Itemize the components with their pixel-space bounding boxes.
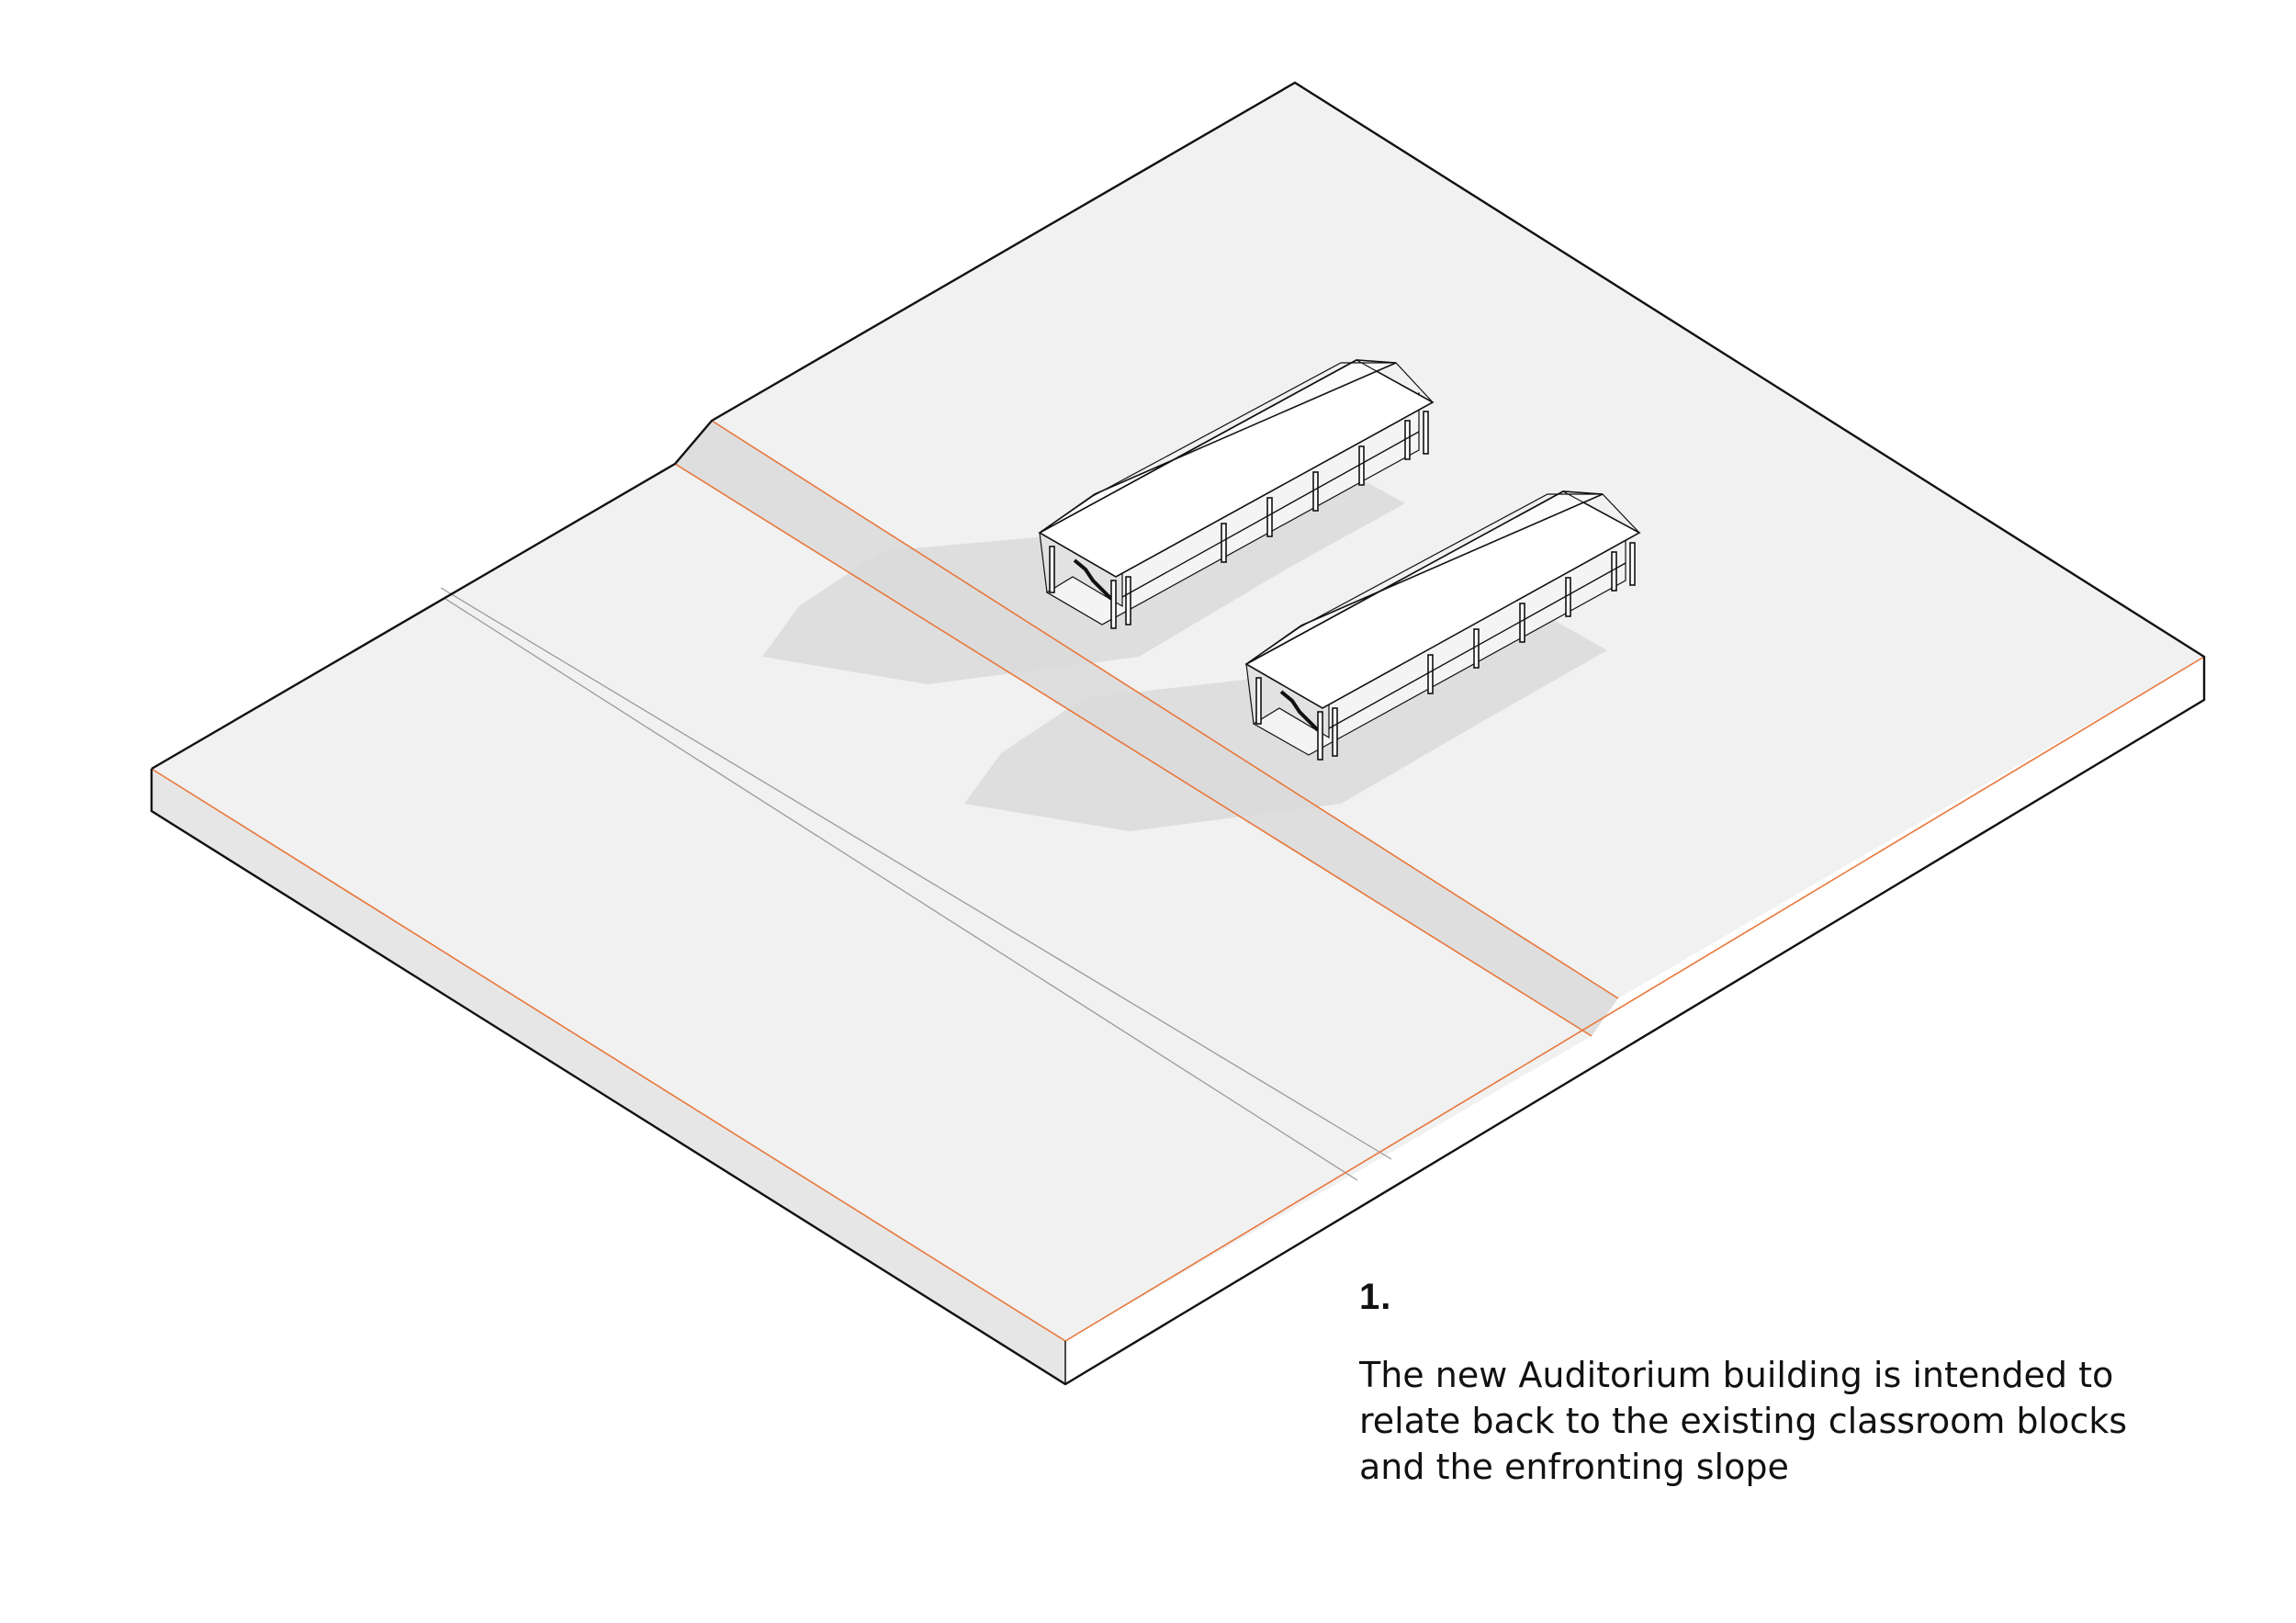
block-1-deck-rail [1121, 431, 1420, 598]
block-1-roof-ridge [1039, 359, 1434, 534]
block-2-stair [1279, 690, 1320, 732]
lower-terrace-surface [152, 464, 1592, 1341]
orange-edge-right [1064, 656, 2205, 1342]
block-2-columns [1255, 542, 1636, 761]
path-line-1 [440, 587, 1392, 1160]
slab-outline [150, 81, 2206, 1386]
slab-left-face [152, 769, 1065, 1384]
caption-text: The new Auditorium building is intended … [1359, 1352, 2223, 1490]
orange-edge-left [151, 768, 1066, 1342]
classroom-block-1 [1038, 359, 1435, 629]
orange-slope-edge-upper [711, 420, 1619, 999]
block-2-deck-rail [1328, 562, 1626, 729]
caption-line-1: The new Auditorium building is intended … [1359, 1355, 2114, 1395]
block-1-columns [1049, 411, 1429, 629]
slab-front-face [1065, 657, 2204, 1384]
orange-slope-edge-lower [674, 463, 1593, 1037]
upper-terrace-surface [712, 83, 2204, 998]
caption-line-2: relate back to the existing classroom bl… [1359, 1401, 2128, 1441]
caption-number: 1. [1359, 1277, 1392, 1317]
path-edge [445, 598, 1358, 1181]
caption-line-3: and the enfronting slope [1359, 1447, 1789, 1487]
classroom-block-2 [1244, 490, 1641, 761]
site-slab [150, 81, 2206, 1386]
block-2-roof-ridge [1245, 490, 1640, 665]
block-1-stair [1073, 558, 1113, 601]
